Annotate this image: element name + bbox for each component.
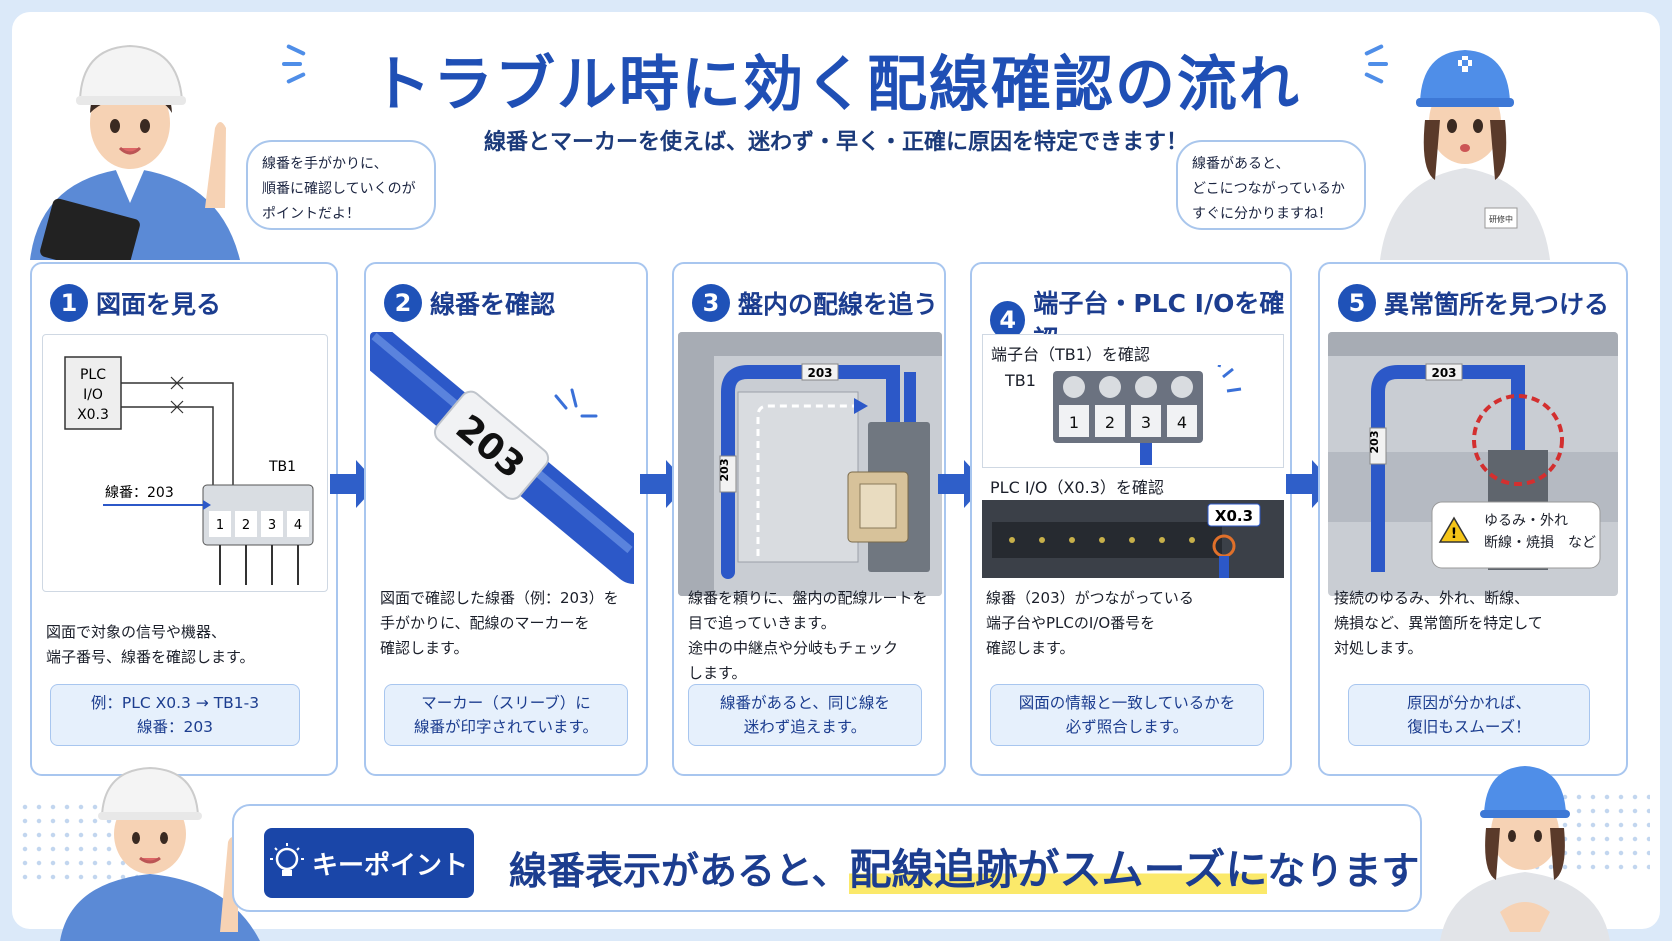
step-card-2: 2 線番を確認 203 図面で確認した線番（例：203）を手がかりに、配線のマー… (364, 262, 648, 776)
terminal-block-label: TB1 (1005, 371, 1036, 390)
worker-female-thinking-illustration: 研修中 (1380, 50, 1550, 260)
worker-male-bottom-illustration (60, 766, 260, 941)
svg-text:X0.3: X0.3 (77, 407, 109, 423)
terminal-block-panel: 端子台（TB1）を確認 TB1 1 2 3 4 (982, 334, 1284, 468)
wire-marker-closeup-illustration: 203 (370, 332, 634, 584)
worker-female-bottom-illustration (1440, 766, 1610, 941)
step-note-3: 線番があると、同じ線を迷わず追えます。 (688, 684, 922, 746)
key-point-badge: キーポイント (264, 828, 474, 898)
panel-marker-top: 203 (807, 366, 832, 380)
key-point-banner: キーポイント 線番表示があると、配線追跡がスムーズになります (232, 804, 1422, 912)
step-number-2: 2 (384, 284, 422, 322)
step-title-2: 線番を確認 (430, 290, 556, 319)
step-desc-3: 線番を頼りに、盤内の配線ルートを目で追っていきます。途中の中継点や分岐もチェック… (688, 589, 928, 682)
fault-marker-top: 203 (1431, 366, 1456, 380)
svg-text:1: 1 (1069, 413, 1079, 432)
step-title-1: 図面を見る (96, 290, 222, 319)
step-title-3: 盤内の配線を追う (738, 290, 939, 319)
svg-text:3: 3 (1141, 413, 1151, 432)
page-title: トラブル時に効く配線確認の流れ (371, 50, 1301, 120)
terminal-block-illustration: 1 2 3 4 (1053, 365, 1242, 465)
step-desc-2: 図面で確認した線番（例：203）を手がかりに、配線のマーカーを確認します。 (380, 589, 619, 657)
step-number-3: 3 (692, 284, 730, 322)
svg-text:4: 4 (1177, 413, 1187, 432)
step-desc-4: 線番（203）がつながっている端子台やPLCのI/O番号を確認します。 (986, 589, 1194, 657)
diagram-tb1-label: TB1 (268, 459, 296, 475)
step-note-5: 原因が分かれば、復旧もスムーズ！ (1348, 684, 1590, 746)
sparkle-left-icon (282, 43, 312, 85)
fault-marker-side: 203 (1368, 431, 1381, 454)
step-desc-5: 接続のゆるみ、外れ、断線、焼損など、異常箇所を特定して対処します。 (1334, 589, 1543, 657)
step-desc-1: 図面で対象の信号や機器、端子番号、線番を確認します。 (46, 623, 255, 666)
diagram-wire-label: 線番：203 (105, 485, 174, 501)
key-point-message: 線番表示があると、配線追跡がスムーズになります (509, 845, 1420, 894)
fault-warning-text: ゆるみ・外れ断線・焼損 など (1484, 513, 1596, 551)
speech-bubble-right: 線番があると、どこにつながっているかすぐに分かりますね！ (1176, 140, 1366, 230)
step-number-4: 4 (990, 301, 1026, 339)
svg-text:I/O: I/O (83, 387, 103, 403)
terminal-block-subtitle: 端子台（TB1）を確認 (991, 345, 1150, 364)
plc-address-tag: X0.3 (1215, 507, 1253, 525)
fault-location-illustration: 203 203 ! (1328, 332, 1618, 596)
wiring-diagram-illustration: PLC I/O X0.3 TB1 1 2 3 4 線番：203 (42, 334, 328, 592)
lightbulb-icon (269, 843, 304, 876)
plc-io-panel: PLC I/O（X0.3）を確認 X0.3 (982, 474, 1284, 580)
svg-text:PLC: PLC (80, 367, 106, 383)
svg-text:2: 2 (242, 518, 250, 533)
speech-bubble-left: 線番を手がかりに、順番に確認していくのがポイントだよ！ (246, 140, 436, 230)
worker-male-pointing-illustration (30, 44, 240, 260)
step-card-1: 1 図面を見る PLC I/O X0.3 TB1 1 2 3 4 線番：203 … (30, 262, 338, 776)
svg-text:1: 1 (216, 518, 224, 533)
step-number-5: 5 (1338, 284, 1376, 322)
svg-text:3: 3 (268, 518, 276, 533)
svg-text:2: 2 (1105, 413, 1115, 432)
panel-marker-side: 203 (718, 459, 731, 482)
plc-io-subtitle: PLC I/O（X0.3）を確認 (990, 478, 1164, 497)
step-title-5: 異常箇所を見つける (1384, 290, 1610, 319)
page-subtitle: 線番とマーカーを使えば、迷わず・早く・正確に原因を特定できます！ (483, 130, 1188, 155)
step-card-3: 3 盤内の配線を追う 203 203 線番を頼りに、盤内の配線ルートを目で追って… (672, 262, 946, 776)
step-card-4: 4 端子台・PLC I/Oを確認 端子台（TB1）を確認 TB1 1 2 3 4… (970, 262, 1292, 776)
svg-text:!: ! (1451, 526, 1457, 542)
step-number-1: 1 (50, 284, 88, 322)
step-card-5: 5 異常箇所を見つける 203 203 ! ゆるみ・外れ断線・焼損 など 接続の… (1318, 262, 1628, 776)
step-note-4: 図面の情報と一致しているかを必ず照合します。 (990, 684, 1264, 746)
step-note-2: マーカー（スリーブ）に線番が印字されています。 (384, 684, 628, 746)
panel-wiring-illustration: 203 203 (678, 332, 942, 596)
sparkle-right-icon (1358, 43, 1388, 85)
plc-io-illustration: X0.3 (982, 500, 1284, 578)
trainee-badge: 研修中 (1489, 214, 1513, 224)
svg-text:4: 4 (294, 518, 302, 533)
